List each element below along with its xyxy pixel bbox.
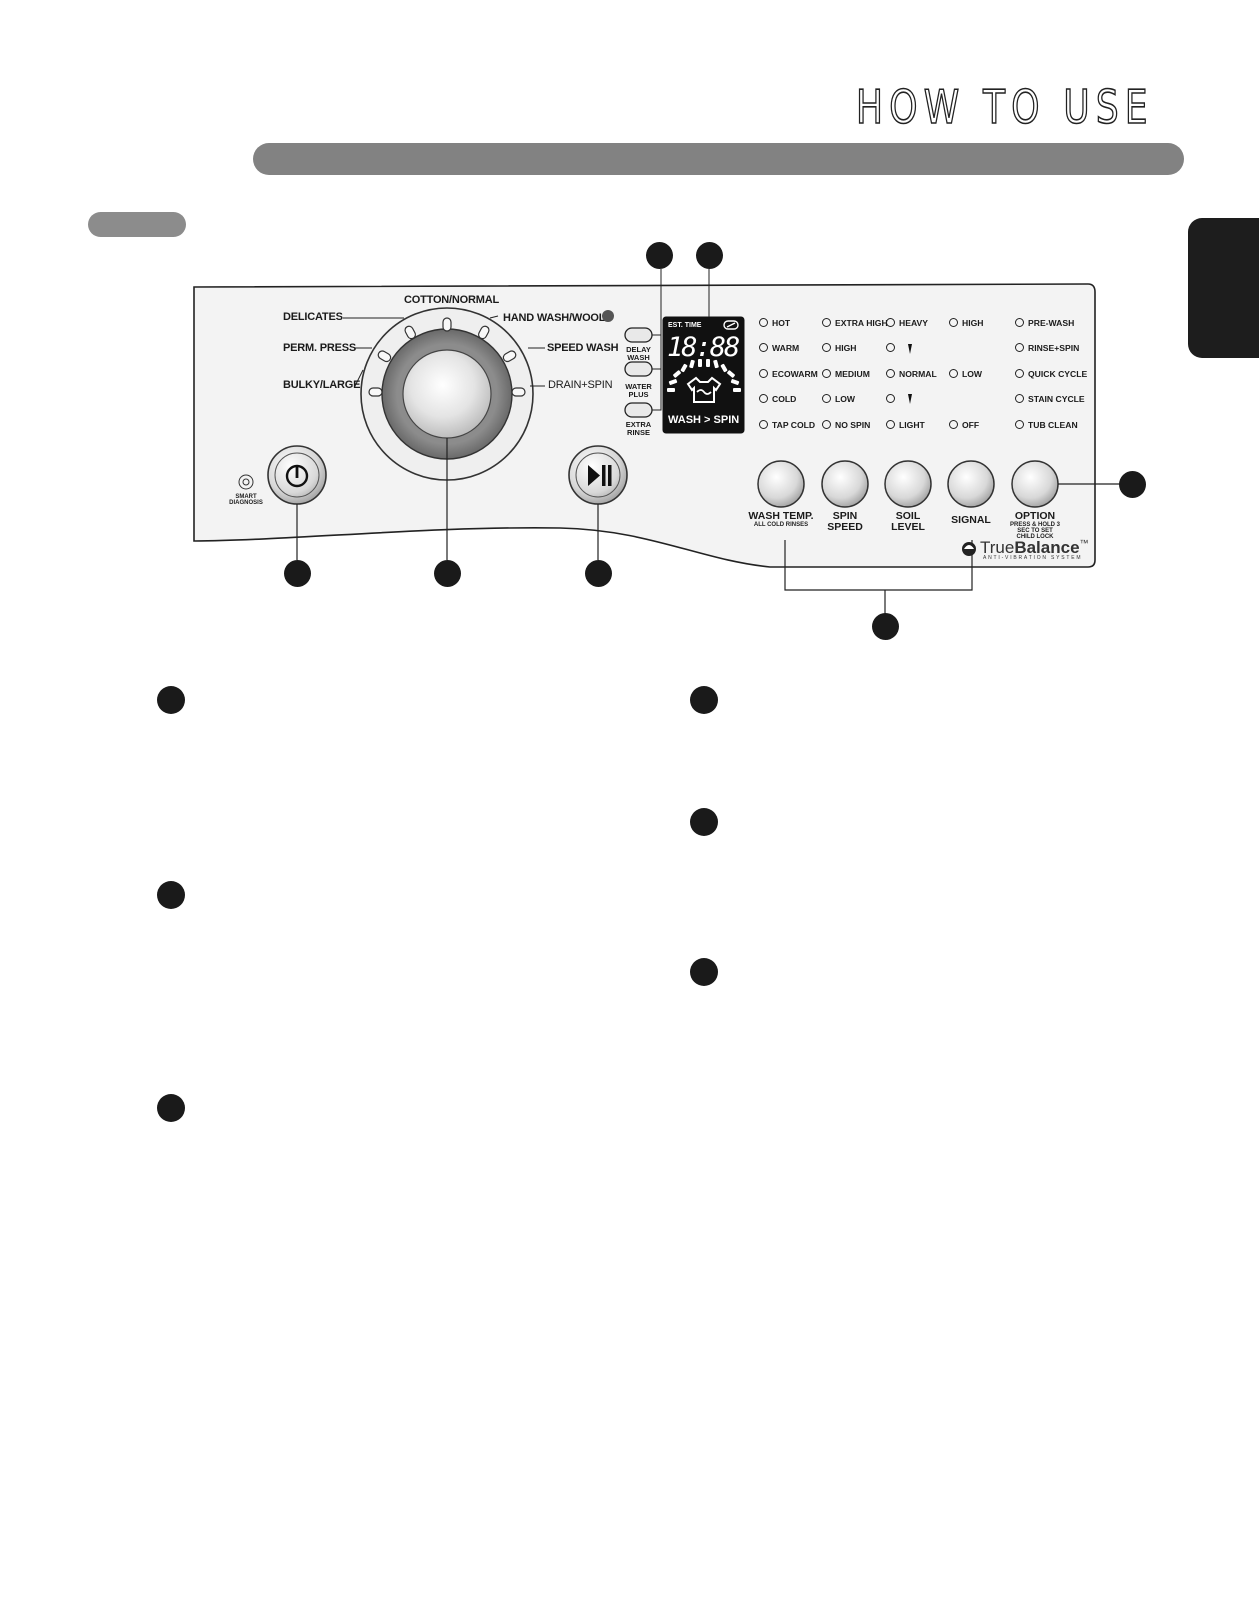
spin-speed-medium: MEDIUM — [822, 369, 870, 379]
wash-temp-ecowarm: ECOWARM — [759, 369, 818, 379]
section-title: HOW TO USE — [855, 79, 1154, 135]
wash-temp-warm: WARM — [759, 343, 799, 353]
cycle-label-cotton: COTTON/NORMAL — [404, 294, 499, 306]
description-bullet-1 — [157, 686, 185, 714]
option-tub-clean: TUB CLEAN — [1015, 420, 1078, 430]
cycle-label-bulky: BULKY/LARGE — [283, 379, 361, 391]
lcd-est-time: EST. TIME — [668, 322, 702, 329]
extra-rinse-label: EXTRA RINSE — [625, 420, 652, 437]
option-button-sublabel: PRESS & HOLD 3 SEC TO SET CHILD LOCK — [1009, 522, 1060, 540]
wash-temp-hot: HOT — [759, 318, 790, 328]
header-bar — [253, 143, 1184, 175]
soil-level-light: LIGHT — [886, 420, 925, 430]
soil-level-step-2 — [886, 343, 899, 353]
wash-temp-button-label: WASH TEMP. — [748, 510, 814, 522]
soil-level-button-label: SOIL LEVEL — [891, 510, 925, 533]
cycle-label-perm-press: PERM. PRESS — [283, 342, 356, 354]
spin-speed-button-label: SPIN SPEED — [827, 510, 863, 533]
cycle-label-speed-wash: SPEED WASH — [547, 342, 619, 354]
side-buttons-graphic — [624, 327, 653, 418]
option-pre-wash: PRE-WASH — [1015, 318, 1074, 328]
water-plus-label: WATER PLUS — [625, 382, 652, 399]
callout-display-controls — [646, 242, 673, 269]
callout-display — [696, 242, 723, 269]
spin-speed-extra-high: EXTRA HIGH — [822, 318, 888, 328]
description-bullet-2 — [157, 881, 185, 909]
callout-option — [1119, 471, 1146, 498]
wash-temp-tap-cold: TAP COLD — [759, 420, 815, 430]
callout-start-pause — [585, 560, 612, 587]
dial-knob — [402, 349, 492, 439]
soil-level-normal: NORMAL — [886, 369, 937, 379]
dial-indicator-lights — [368, 317, 526, 397]
wool-icon — [602, 310, 614, 322]
option-quick-cycle: QUICK CYCLE — [1015, 369, 1087, 379]
soil-level-heavy: HEAVY — [886, 318, 928, 328]
delay-wash-label: DELAY WASH — [626, 345, 651, 362]
subsection-pill — [88, 212, 186, 237]
lcd-display-graphic — [662, 316, 745, 434]
spin-speed-low: LOW — [822, 394, 855, 404]
smart-diagnosis-label: SMART DIAGNOSIS — [229, 494, 263, 506]
side-chapter-tab — [1188, 218, 1259, 358]
signal-off: OFF — [949, 420, 979, 430]
wash-temp-cold: COLD — [759, 394, 796, 404]
cycle-label-delicates: DELICATES — [283, 311, 343, 323]
spin-speed-high: HIGH — [822, 343, 856, 353]
spin-speed-no-spin: NO SPIN — [822, 420, 870, 430]
cycle-label-hand-wash: HAND WASH/WOOL — [503, 312, 606, 324]
callout-cycle-dial — [434, 560, 461, 587]
callout-cycle-modifiers — [872, 613, 899, 640]
description-bullet-6 — [690, 958, 718, 986]
lcd-status: WASH > SPIN — [668, 414, 740, 426]
signal-button-label: SIGNAL — [951, 514, 991, 526]
cycle-label-drain-spin: DRAIN+SPIN — [548, 379, 613, 391]
description-bullet-4 — [690, 686, 718, 714]
signal-high: HIGH — [949, 318, 983, 328]
true-balance-tagline: ANTI-VIBRATION SYSTEM — [983, 555, 1083, 561]
option-rinse-spin: RINSE+SPIN — [1015, 343, 1079, 353]
wash-temp-button-sublabel: ALL COLD RINSES — [753, 522, 809, 528]
description-bullet-5 — [690, 808, 718, 836]
lcd-digits: 18:88 — [667, 332, 740, 363]
soil-level-step-4 — [886, 394, 899, 404]
option-button-label: OPTION — [1014, 510, 1056, 522]
callout-power — [284, 560, 311, 587]
option-stain-cycle: STAIN CYCLE — [1015, 394, 1085, 404]
bottom-buttons-graphic — [757, 460, 1059, 508]
signal-low: LOW — [949, 369, 982, 379]
true-balance-logo: TrueBalance™ — [980, 538, 1089, 557]
description-bullet-3 — [157, 1094, 185, 1122]
